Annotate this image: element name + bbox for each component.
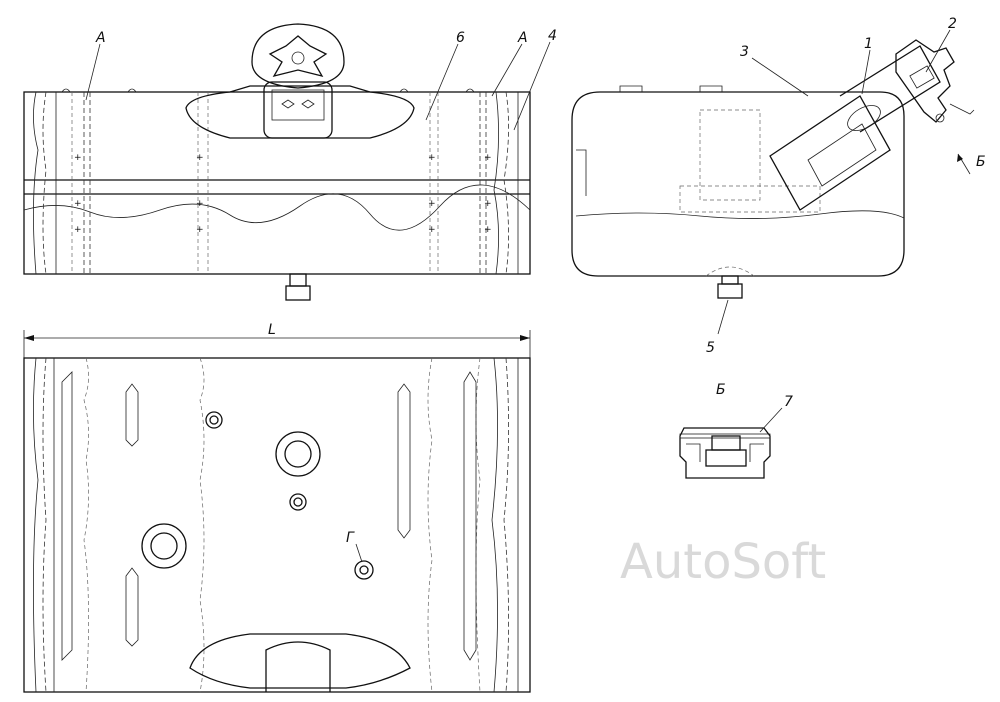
label-length: L <box>268 322 276 338</box>
svg-text:+: + <box>196 153 204 163</box>
filler-cap <box>251 23 345 89</box>
small-port-middle <box>289 493 307 511</box>
label-3: 3 <box>740 44 749 60</box>
svg-text:+: + <box>484 199 492 209</box>
intake-port <box>141 523 187 569</box>
label-7: 7 <box>784 394 793 410</box>
stiffener-slot <box>397 383 411 539</box>
drain-plug-side <box>705 266 755 299</box>
tank-side-view <box>571 39 975 299</box>
svg-text:+: + <box>74 225 82 235</box>
mounting-strap-right <box>479 91 519 275</box>
svg-text:+: + <box>428 199 436 209</box>
label-g: Г <box>346 530 355 546</box>
filler-platform <box>185 85 415 139</box>
label-b-arrow: Б <box>976 154 986 170</box>
label-2: 2 <box>948 16 957 32</box>
label-a-right: А <box>517 30 528 46</box>
svg-text:+: + <box>74 153 82 163</box>
side-break-line <box>575 210 905 219</box>
stiffener-slot <box>61 371 73 661</box>
watermark: AutoSoft <box>620 534 826 590</box>
length-dimension <box>23 330 531 362</box>
stiffener-slot <box>125 383 139 447</box>
filler-cap-star <box>268 35 328 78</box>
rivet-marks: + + + + + + + + + + + + <box>74 153 492 235</box>
drain-plug <box>285 273 311 301</box>
stiffener-slot <box>463 371 477 661</box>
tank-break-line <box>23 184 531 231</box>
label-4: 4 <box>548 28 557 44</box>
svg-text:+: + <box>484 225 492 235</box>
svg-text:+: + <box>196 225 204 235</box>
svg-text:+: + <box>196 199 204 209</box>
svg-text:+: + <box>484 153 492 163</box>
tank-top-view <box>23 357 531 693</box>
leader-lines-side <box>717 29 971 335</box>
filler-neck-assembly <box>251 23 345 139</box>
filler-boss-top <box>189 633 411 689</box>
label-1: 1 <box>864 36 873 52</box>
fuel-gauge-port <box>275 431 321 477</box>
leader-lines-front <box>85 41 551 131</box>
filler-cap-side <box>895 39 975 123</box>
mounting-strap-left <box>33 91 91 275</box>
top-view-outline <box>23 357 531 693</box>
label-5: 5 <box>706 340 715 356</box>
filler-neck <box>263 81 333 139</box>
svg-text:+: + <box>428 225 436 235</box>
detail-view-b <box>679 427 771 479</box>
side-view-outline <box>571 91 905 277</box>
svg-text:+: + <box>428 153 436 163</box>
label-a-left: А <box>95 30 106 46</box>
filler-pipe-angled <box>769 45 941 211</box>
top-weld-tabs <box>61 88 475 93</box>
small-port-upper <box>205 411 223 429</box>
tank-body-outline <box>23 91 531 275</box>
svg-text:+: + <box>74 199 82 209</box>
label-b-view: Б <box>716 382 726 398</box>
small-port-g <box>354 560 374 580</box>
stiffener-slot <box>125 567 139 647</box>
label-6: 6 <box>456 30 465 46</box>
tank-front-view: + + + + + + + + + + + + <box>23 23 531 301</box>
internal-baffles <box>71 92 439 274</box>
